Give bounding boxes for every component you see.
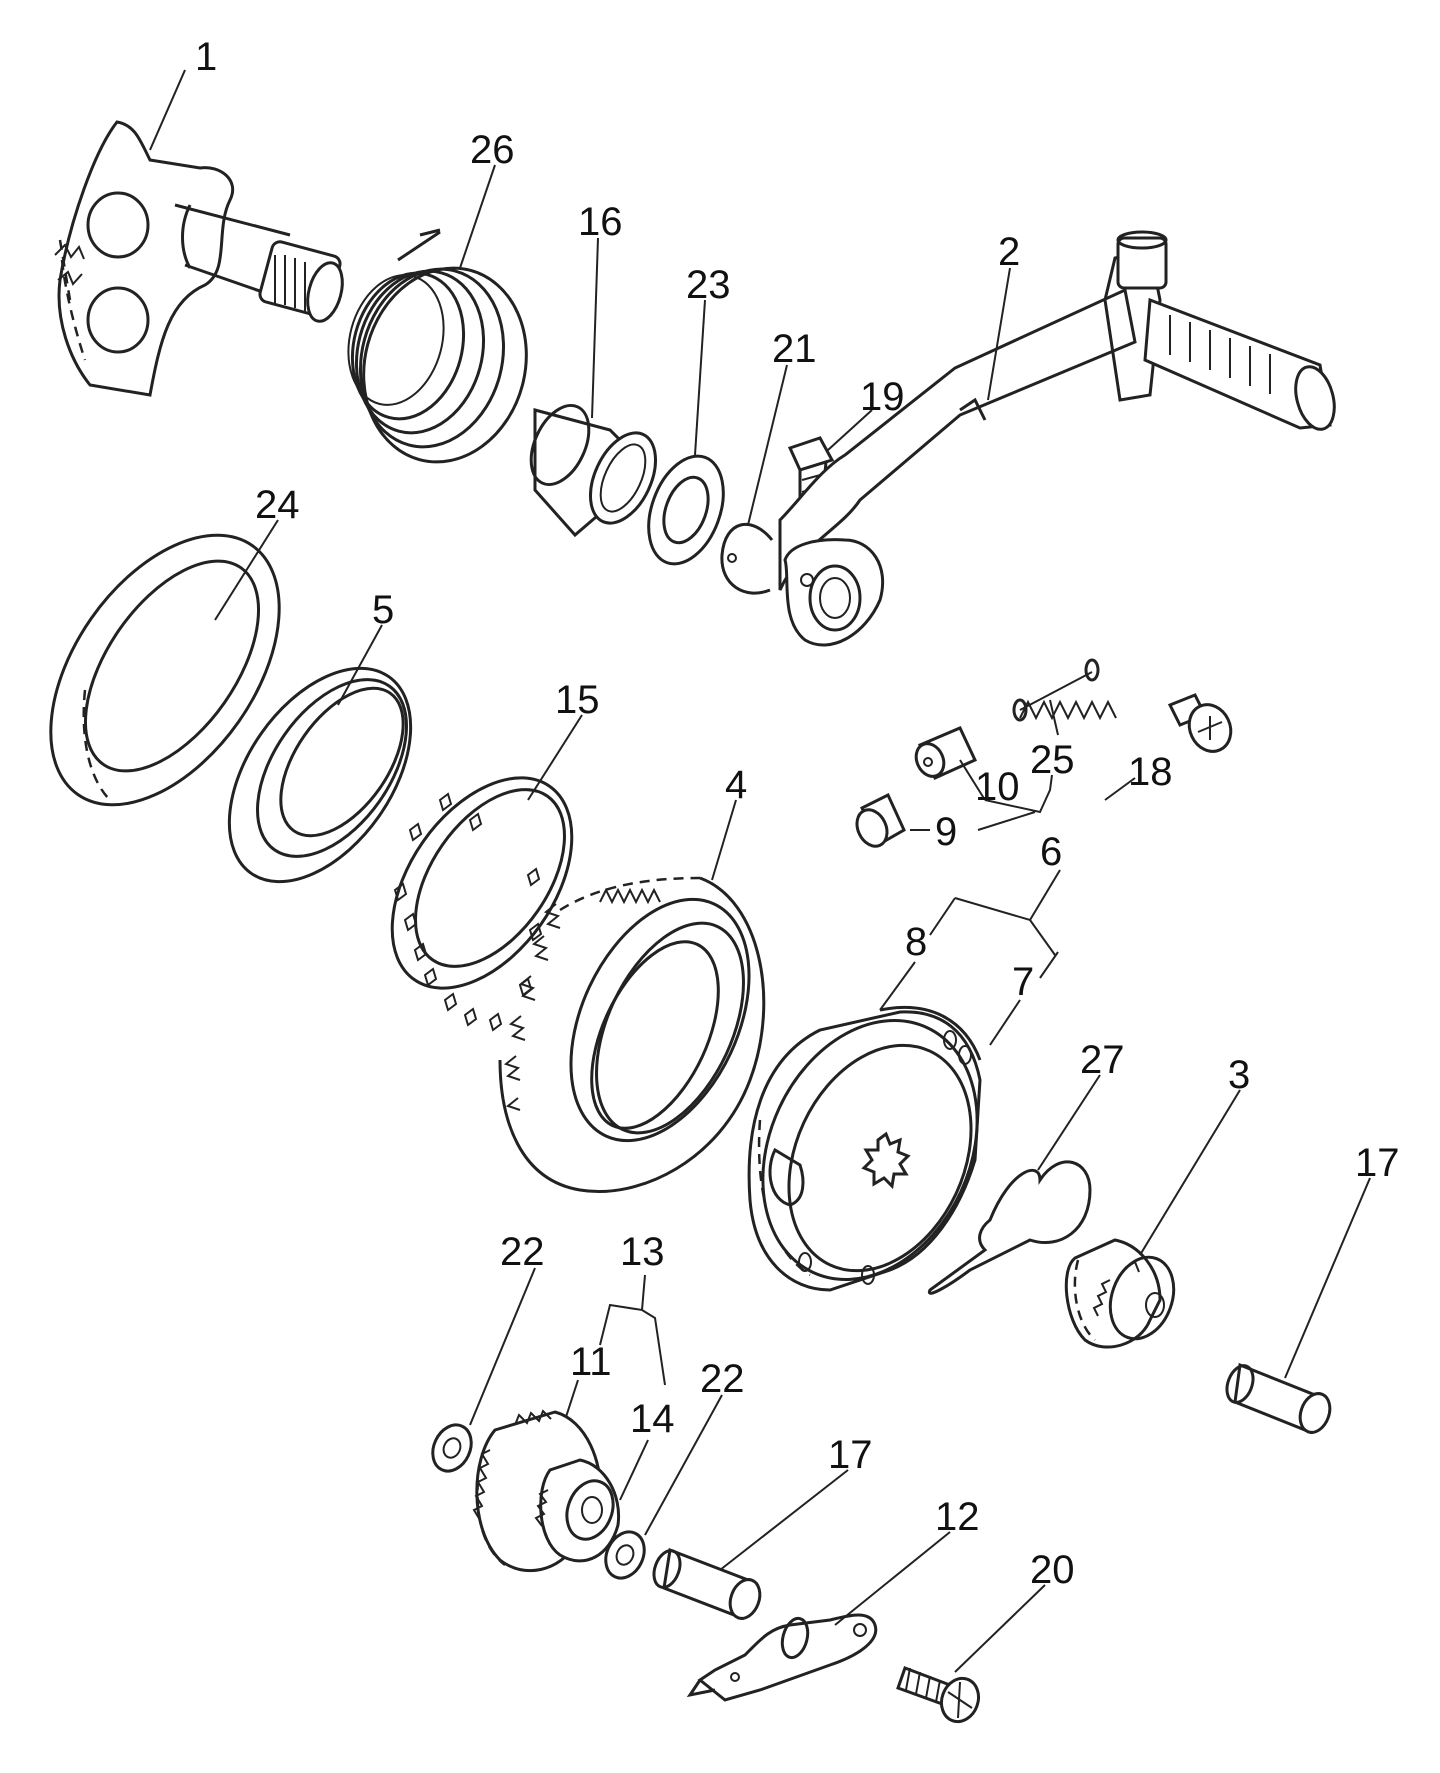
callout-15: 15	[555, 678, 600, 722]
callout-7: 7	[1012, 960, 1034, 1004]
part-17-pin	[1225, 1362, 1332, 1435]
callout-26: 26	[470, 128, 515, 172]
part-10-roller	[914, 726, 978, 780]
part-25-spring	[1012, 658, 1117, 722]
callout-16: 16	[578, 200, 623, 244]
leader-line	[1037, 1074, 1101, 1171]
part-15-needle-bearing	[390, 776, 574, 1032]
callout-17-upper: 17	[1355, 1141, 1400, 1185]
leader-line	[619, 1439, 649, 1501]
leader-line	[834, 1531, 951, 1626]
callout-12: 12	[935, 1495, 980, 1539]
part-23-washer	[647, 454, 725, 566]
leader-line	[214, 519, 279, 621]
callout-13: 13	[620, 1230, 665, 1274]
leader-line	[1284, 1177, 1371, 1379]
leader-line	[719, 1469, 849, 1571]
part-26-return-spring	[347, 228, 528, 464]
part-9-roller	[855, 792, 906, 848]
callout-23: 23	[686, 263, 731, 307]
part-21-circlip	[720, 522, 774, 595]
leader-line	[337, 624, 383, 706]
leader-line	[1049, 699, 1059, 736]
callout-4: 4	[725, 763, 747, 807]
leader-line	[987, 267, 1011, 401]
part-20-screw	[896, 1666, 981, 1724]
leader-line	[469, 1267, 536, 1426]
leader-line	[977, 811, 1036, 831]
leader-line	[711, 799, 737, 881]
leader-line	[527, 714, 583, 801]
leader-line	[591, 237, 599, 419]
callout-3: 3	[1228, 1053, 1250, 1097]
callout-17-lower: 17	[828, 1433, 873, 1477]
callout-5: 5	[372, 588, 394, 632]
callout-22-right: 22	[700, 1357, 745, 1401]
part-2-kick-arm	[778, 230, 1336, 647]
leader-line	[644, 1394, 723, 1536]
callout-2: 2	[998, 230, 1020, 274]
callout-18: 18	[1128, 750, 1173, 794]
leader-line	[694, 299, 706, 456]
part-24-thrust-washer	[49, 533, 281, 807]
part-22-washer-left	[431, 1423, 473, 1473]
part-18-screw	[1167, 693, 1233, 753]
leader-line	[959, 759, 986, 801]
leader-bracket	[929, 869, 1061, 979]
part-16-bushing	[529, 403, 657, 538]
part-27-plate	[927, 1160, 1092, 1295]
part-4-starter-gear	[498, 876, 766, 1193]
callout-1: 1	[195, 35, 217, 79]
callout-19: 19	[860, 375, 905, 419]
leader-line	[1104, 777, 1136, 801]
leader-bracket	[599, 1274, 666, 1386]
part-22-washer-right	[604, 1530, 646, 1580]
part-5-ring	[227, 666, 413, 884]
leader-line	[564, 1379, 579, 1421]
callout-20: 20	[1030, 1548, 1075, 1592]
part-14-idler-gear-small	[534, 1458, 621, 1563]
leader-line	[747, 364, 788, 526]
callout-27: 27	[1080, 1038, 1125, 1082]
part-17-pin-lower	[652, 1547, 762, 1621]
leader-line	[954, 1584, 1046, 1673]
leader-line	[879, 961, 916, 1011]
callout-21: 21	[772, 327, 817, 371]
leader-line	[827, 409, 873, 451]
callout-9: 9	[935, 810, 957, 854]
callout-6: 6	[1040, 830, 1062, 874]
callout-24: 24	[255, 483, 300, 527]
leader-line	[149, 69, 186, 151]
leader-bracket	[984, 774, 1053, 814]
callout-8: 8	[905, 920, 927, 964]
callout-10: 10	[975, 765, 1020, 809]
callout-22-left: 22	[500, 1230, 545, 1274]
callout-11: 11	[570, 1340, 612, 1384]
part-1-kick-spindle	[54, 120, 344, 397]
callout-14: 14	[630, 1397, 675, 1441]
leader-line	[1139, 1089, 1241, 1256]
callout-25: 25	[1030, 738, 1075, 782]
part-12-stopper-arm	[686, 1613, 878, 1702]
part-7-clutch-outer	[761, 1019, 979, 1285]
leader-line	[989, 999, 1021, 1046]
leader-line	[459, 164, 496, 269]
part-3-pinion-gear	[1064, 1238, 1176, 1349]
